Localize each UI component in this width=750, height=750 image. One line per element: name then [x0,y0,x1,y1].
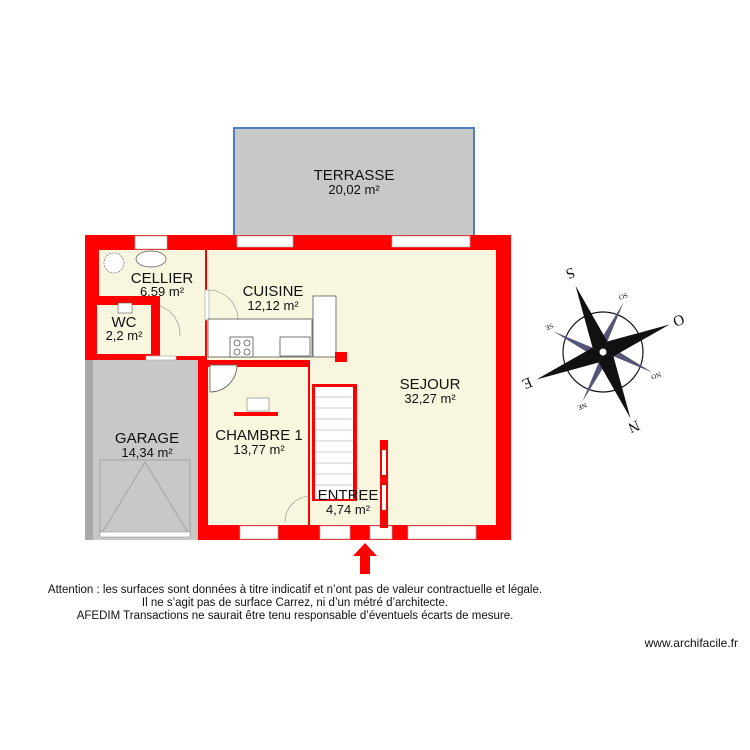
compass-s: S [563,264,577,282]
spiral-stair [209,364,238,393]
kitchen-counter [207,295,337,358]
compass-so: SO [617,291,628,302]
headboard [234,412,278,416]
room-name-garage: GARAGE [115,430,179,447]
room-area-cellier: 6,59 m² [140,284,185,299]
room-area-chambre-1: 13,77 m² [233,442,285,457]
compass-no: NO [650,370,662,381]
compass-ne: NE [576,401,588,412]
room-name-cuisine: CUISINE [243,283,304,300]
compass-se: SE [544,321,555,332]
sink [135,250,167,268]
website-link[interactable]: www.archifacile.fr [644,636,738,650]
garage-floor[interactable] [85,360,198,540]
terrace[interactable] [233,127,475,237]
compass-n: N [625,416,641,435]
room-area-terrasse: 20,02 m² [328,182,380,197]
room-name-sejour: SEJOUR [400,376,461,393]
room-area-garage: 14,34 m² [121,445,173,460]
room-name-cellier: CELLIER [131,270,194,287]
disclaimer-line: Il ne s’agit pas de surface Carrez, ni d… [141,597,449,609]
room-name-entree: ENTREE [318,487,379,504]
toilet [117,302,133,314]
cellier-passage [160,296,205,356]
washer [103,252,125,274]
chambre-floor[interactable] [208,367,308,525]
compass-e: E [520,373,535,391]
disclaimer: Attention : les surfaces sont données à … [0,584,590,623]
disclaimer-line: AFEDIM Transactions ne saurait être tenu… [76,610,514,622]
disclaimer-line: Attention : les surfaces sont données à … [47,584,543,596]
doors[interactable] [159,289,312,523]
windows [134,235,477,540]
entrance-arrow-icon [353,543,377,574]
room-name-chambre-1: CHAMBRE 1 [215,427,303,444]
room-area-wc: 2,2 m² [106,328,144,343]
room-area-cuisine: 12,12 m² [247,298,299,313]
garage-side [85,360,93,540]
room-name-terrasse: TERRASSE [314,167,395,184]
room-name-wc: WC [112,314,137,331]
room-area-sejour: 32,27 m² [404,391,456,406]
compass-rose-icon: N E S O NE NO SE SO [520,264,687,436]
entree-partition [380,440,388,528]
compass-o: O [670,310,686,329]
staircase [315,387,353,499]
kitchen-wall-stub [335,352,347,362]
room-area-entree: 4,74 m² [326,502,371,517]
